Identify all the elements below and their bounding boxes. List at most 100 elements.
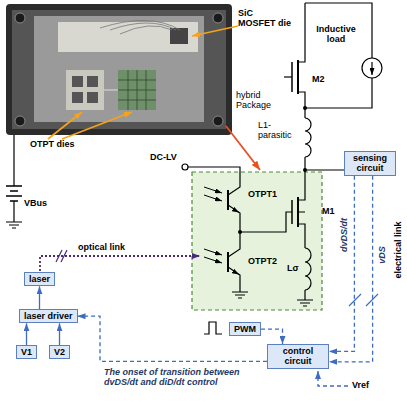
box-text: V2 bbox=[54, 347, 65, 357]
power-stage-wiring bbox=[305, 3, 372, 58]
bus-source bbox=[13, 135, 14, 186]
power-stage-wiring bbox=[297, 300, 313, 306]
part-label: OTPT2 bbox=[248, 256, 277, 266]
circuit-details bbox=[303, 168, 307, 172]
process-box: laser driver bbox=[19, 309, 78, 323]
bus-source bbox=[6, 186, 22, 201]
power-stage-wiring bbox=[188, 167, 240, 195]
power-stage-wiring bbox=[284, 76, 292, 77]
optical-link-line bbox=[40, 250, 200, 271]
circuit-details bbox=[204, 195, 222, 201]
power-stage-wiring bbox=[305, 118, 311, 157]
box-text: laser bbox=[29, 274, 50, 284]
bus-source bbox=[13, 201, 14, 222]
signal-connector bbox=[329, 176, 373, 362]
box-text: laser driver bbox=[24, 311, 73, 321]
box-text: PWM bbox=[234, 324, 256, 334]
signal-connector bbox=[39, 286, 40, 309]
box-text: sensing circuit bbox=[349, 153, 391, 174]
package-photo bbox=[170, 28, 188, 44]
package-photo bbox=[15, 13, 25, 23]
power-stage-wiring bbox=[232, 292, 248, 298]
part-label: Inductive load bbox=[311, 24, 361, 45]
package-photo bbox=[87, 92, 98, 103]
power-stage-wiring bbox=[304, 290, 305, 300]
power-stage-wiring bbox=[362, 58, 382, 78]
part-label: electrical link bbox=[393, 221, 403, 278]
process-box: PWM bbox=[229, 322, 261, 336]
part-label: SiC MOSFET die bbox=[238, 8, 292, 29]
package-photo bbox=[12, 10, 226, 129]
edge-label: dvDS/dt bbox=[339, 218, 349, 252]
package-photo bbox=[118, 70, 156, 110]
box-text: control circuit bbox=[272, 346, 324, 367]
part-label: Vref bbox=[352, 380, 369, 390]
part-label: hybrid Package bbox=[236, 90, 292, 111]
package-photo bbox=[6, 4, 232, 135]
package-photo bbox=[87, 76, 98, 87]
part-label: Lσ bbox=[287, 263, 299, 273]
part-label: M2 bbox=[312, 74, 325, 84]
package-photo bbox=[104, 90, 118, 91]
package-photo bbox=[72, 92, 83, 103]
power-stage-wiring bbox=[298, 157, 305, 200]
bus-source bbox=[6, 222, 22, 228]
package-photo bbox=[118, 70, 156, 110]
process-box: sensing circuit bbox=[344, 151, 396, 176]
power-stage-wiring bbox=[204, 322, 222, 334]
power-stage-wiring bbox=[240, 212, 292, 232]
part-label: L1-parasitic bbox=[258, 120, 300, 141]
circuit-details bbox=[233, 209, 239, 213]
signal-connector bbox=[329, 176, 354, 352]
package-photo bbox=[66, 70, 104, 110]
electrical-link-marks bbox=[349, 294, 378, 306]
circuit-details bbox=[182, 164, 188, 170]
circuit-details bbox=[233, 271, 239, 275]
power-stage-wiring bbox=[305, 248, 311, 290]
edge-label: vDS bbox=[377, 246, 387, 264]
signal-connector bbox=[261, 329, 283, 344]
pointer-arrows bbox=[226, 126, 260, 170]
signal-connector bbox=[26, 323, 27, 345]
package-photo bbox=[72, 76, 83, 87]
package-photo bbox=[213, 116, 223, 126]
power-stage-wiring bbox=[227, 252, 229, 272]
process-box: control circuit bbox=[267, 344, 329, 369]
circuit-details bbox=[303, 106, 307, 110]
box-text: V1 bbox=[21, 347, 32, 357]
power-stage-wiring bbox=[298, 92, 305, 118]
process-box: V1 bbox=[16, 345, 37, 359]
package-photo bbox=[34, 16, 204, 122]
package-photo bbox=[58, 22, 198, 52]
pointer-arrows bbox=[48, 112, 82, 139]
part-label: M1 bbox=[322, 206, 335, 216]
package-photo bbox=[15, 116, 25, 126]
power-stage-wiring bbox=[227, 190, 229, 210]
bus-source bbox=[6, 135, 22, 228]
optical-link-line bbox=[56, 250, 67, 262]
power-stage-wiring bbox=[298, 224, 305, 248]
process-box: V2 bbox=[49, 345, 70, 359]
part-label: OTPT dies bbox=[30, 139, 75, 149]
part-label: DC-LV bbox=[150, 152, 177, 162]
edge-label: The onset of transition between dvDS/dt … bbox=[104, 367, 259, 388]
part-label: optical link bbox=[78, 242, 125, 252]
power-stage-wiring bbox=[305, 169, 344, 170]
electrical-link-marks bbox=[318, 294, 378, 386]
signal-connector bbox=[78, 316, 268, 361]
optical-link-line bbox=[40, 256, 200, 271]
package-photo bbox=[213, 13, 223, 23]
circuit-details bbox=[204, 249, 222, 255]
circuit-details bbox=[298, 212, 305, 213]
power-stage-wiring bbox=[228, 205, 240, 257]
circuit-details bbox=[371, 62, 372, 75]
power-stage-wiring bbox=[228, 267, 240, 292]
gate-driver-region bbox=[192, 172, 322, 310]
part-label: VBus bbox=[24, 198, 47, 208]
package-photo bbox=[100, 20, 180, 34]
electrical-link-marks bbox=[318, 371, 348, 386]
power-stage-wiring bbox=[298, 3, 305, 62]
signal-connector bbox=[59, 323, 60, 345]
pointer-arrows bbox=[48, 26, 260, 170]
